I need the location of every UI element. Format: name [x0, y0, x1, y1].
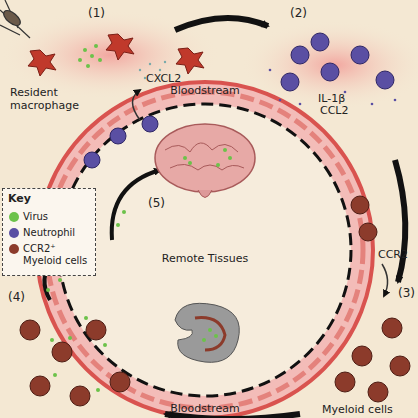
callout-number: (1) — [88, 6, 118, 20]
label-text: CCL2 — [320, 104, 360, 117]
label-text: IL-1β — [318, 92, 358, 105]
vessel-wall — [37, 82, 373, 418]
label-text: Myeloid cells — [322, 403, 412, 416]
label-text: Resident macrophage — [10, 86, 88, 112]
legend-text: Virus — [23, 211, 93, 223]
legend-text: CCR2⁺ Myeloid cells — [23, 243, 93, 267]
virus — [78, 44, 102, 68]
callout-number: (2) — [290, 6, 320, 20]
tissue-boundary — [59, 104, 351, 396]
legend-swatch — [9, 212, 19, 222]
label-text: CXCL2 — [146, 72, 196, 85]
legend-swatch — [9, 228, 19, 238]
cycle-arrow — [175, 18, 268, 30]
cycle-arrow — [395, 160, 405, 282]
macrophage — [28, 34, 204, 76]
ccr2-arrow — [382, 264, 388, 296]
node-text: Remote Tissues — [57, 252, 353, 265]
cytokine — [269, 69, 397, 106]
callout-number: (5) — [148, 196, 178, 210]
mosquito — [0, 0, 30, 38]
callout-number: (4) — [8, 290, 32, 304]
legend-swatch — [9, 244, 19, 254]
callout-number: (3) — [398, 286, 418, 300]
tissue-circle: Remote Tissues — [57, 102, 353, 398]
node-outline — [57, 102, 353, 398]
endothelium — [47, 92, 363, 408]
legend-text: Neutrophil — [23, 227, 93, 239]
label-text: Key — [8, 192, 48, 205]
label-text: CCR2 — [378, 248, 416, 261]
